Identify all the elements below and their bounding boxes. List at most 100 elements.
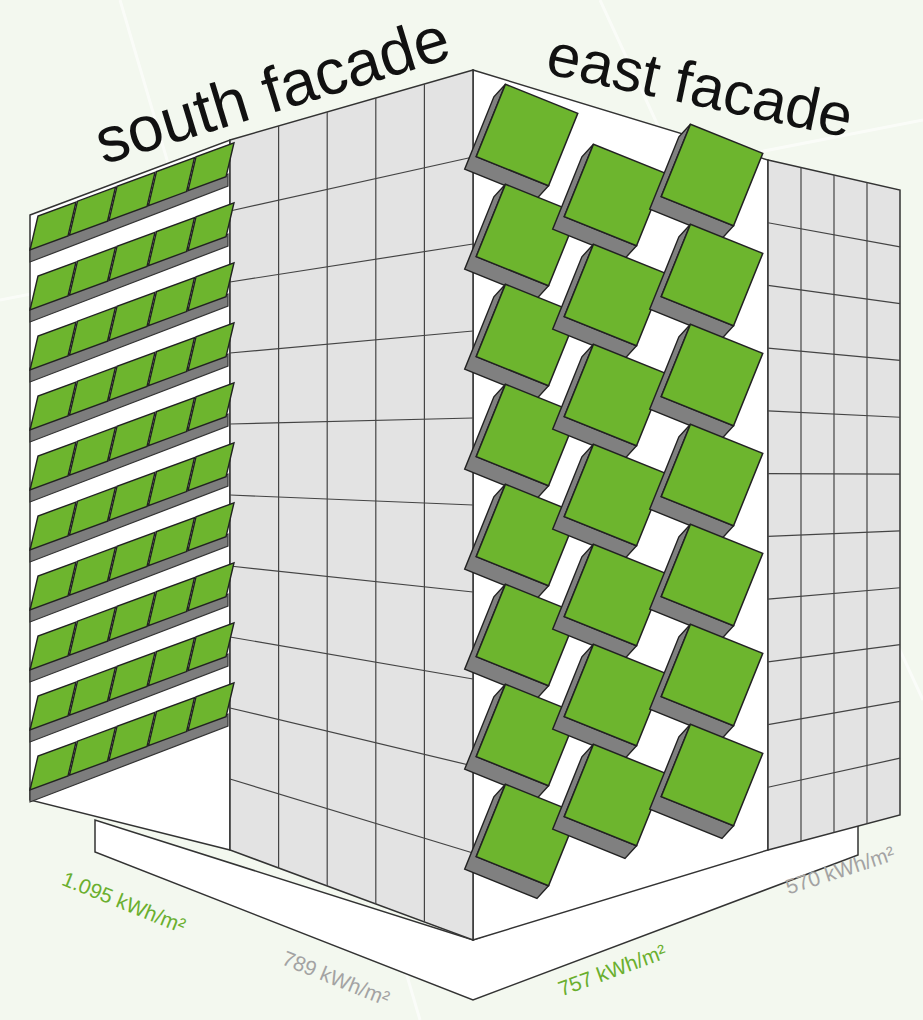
grid-line bbox=[800, 168, 801, 842]
louver-tile bbox=[70, 307, 116, 355]
grid-line bbox=[230, 418, 473, 424]
panel-face bbox=[476, 384, 578, 486]
grey-panel bbox=[230, 70, 473, 940]
panel-face bbox=[661, 124, 763, 226]
south-grey-panel bbox=[230, 70, 473, 940]
louver-tile bbox=[149, 278, 195, 326]
grid-line bbox=[230, 244, 473, 282]
grid-line bbox=[230, 566, 473, 592]
solar-panel bbox=[650, 622, 763, 741]
grey-panel bbox=[768, 160, 900, 850]
grid-line bbox=[230, 157, 473, 211]
louver-tile bbox=[30, 382, 76, 430]
grid-line bbox=[230, 708, 473, 766]
panel-face bbox=[476, 684, 578, 786]
solar-panel bbox=[553, 142, 666, 261]
solar-panel bbox=[465, 682, 578, 801]
louver-tile bbox=[188, 683, 234, 731]
louver-tile bbox=[30, 322, 76, 370]
panel-side bbox=[465, 582, 578, 701]
panel-face bbox=[476, 184, 578, 286]
louver-tile bbox=[30, 742, 76, 790]
panel-side bbox=[553, 442, 666, 561]
solar-panel bbox=[553, 242, 666, 361]
louver-tile bbox=[109, 232, 155, 280]
panel-face bbox=[661, 224, 763, 326]
louver-tile bbox=[149, 338, 195, 386]
louver-tile bbox=[109, 172, 155, 220]
panel-side bbox=[553, 542, 666, 661]
panel-face bbox=[564, 144, 666, 246]
panel-side bbox=[465, 682, 578, 801]
grid-line bbox=[768, 531, 900, 536]
louver-tile bbox=[30, 622, 76, 670]
grid-line bbox=[768, 473, 900, 475]
panel-side bbox=[553, 642, 666, 761]
solar-panel bbox=[465, 82, 578, 201]
grid-line bbox=[768, 223, 900, 247]
panel-face bbox=[564, 644, 666, 746]
panel-face bbox=[476, 284, 578, 386]
solar-panel bbox=[553, 642, 666, 761]
panel-side bbox=[553, 342, 666, 461]
louver-tile bbox=[70, 727, 116, 775]
solar-panel bbox=[465, 582, 578, 701]
panel-side bbox=[650, 322, 763, 441]
louver-tile bbox=[70, 427, 116, 475]
louver-tile bbox=[109, 712, 155, 760]
panel-side bbox=[553, 142, 666, 261]
grid-line bbox=[768, 285, 900, 303]
solar-panel bbox=[650, 722, 763, 841]
grid-line bbox=[768, 701, 900, 724]
louver-tile bbox=[109, 352, 155, 400]
louver-tile bbox=[70, 547, 116, 595]
louver-tile bbox=[149, 578, 195, 626]
panel-face bbox=[564, 344, 666, 446]
solar-panel bbox=[650, 422, 763, 541]
louver-tile bbox=[109, 532, 155, 580]
louver-tile bbox=[30, 442, 76, 490]
panel-side bbox=[465, 282, 578, 401]
solar-panel bbox=[465, 382, 578, 501]
louver-tile bbox=[188, 443, 234, 491]
grid-line bbox=[768, 348, 900, 360]
panel-face bbox=[661, 624, 763, 726]
panel-face bbox=[476, 584, 578, 686]
panel-face bbox=[661, 324, 763, 426]
panel-side bbox=[650, 722, 763, 841]
louver-tile bbox=[109, 292, 155, 340]
louver-tile bbox=[70, 367, 116, 415]
panel-face bbox=[564, 444, 666, 546]
louver-tile bbox=[109, 592, 155, 640]
louver-tile bbox=[30, 502, 76, 550]
louver-tile bbox=[70, 187, 116, 235]
grid-line bbox=[230, 331, 473, 353]
solar-panel bbox=[650, 522, 763, 641]
panel-side bbox=[465, 482, 578, 601]
panel-face bbox=[661, 524, 763, 626]
louver-tile bbox=[149, 698, 195, 746]
louver-tile bbox=[70, 607, 116, 655]
louver-tile bbox=[188, 563, 234, 611]
louver-tile bbox=[30, 562, 76, 610]
louver-tile bbox=[188, 383, 234, 431]
panel-face bbox=[476, 84, 578, 186]
grid-line bbox=[866, 183, 867, 824]
louver-tile bbox=[188, 623, 234, 671]
louver-tile bbox=[188, 323, 234, 371]
louver-tile bbox=[30, 262, 76, 310]
grid-line bbox=[768, 645, 900, 662]
solar-panel bbox=[465, 182, 578, 301]
grid-line bbox=[230, 779, 473, 853]
solar-panel bbox=[465, 782, 578, 901]
panel-side bbox=[650, 522, 763, 641]
solar-panel bbox=[553, 542, 666, 661]
panel-side bbox=[650, 122, 763, 241]
panel-side bbox=[553, 742, 666, 861]
louver-tile bbox=[70, 487, 116, 535]
panel-side bbox=[465, 182, 578, 301]
panel-face bbox=[564, 744, 666, 846]
solar-panel bbox=[465, 282, 578, 401]
solar-panel bbox=[553, 442, 666, 561]
